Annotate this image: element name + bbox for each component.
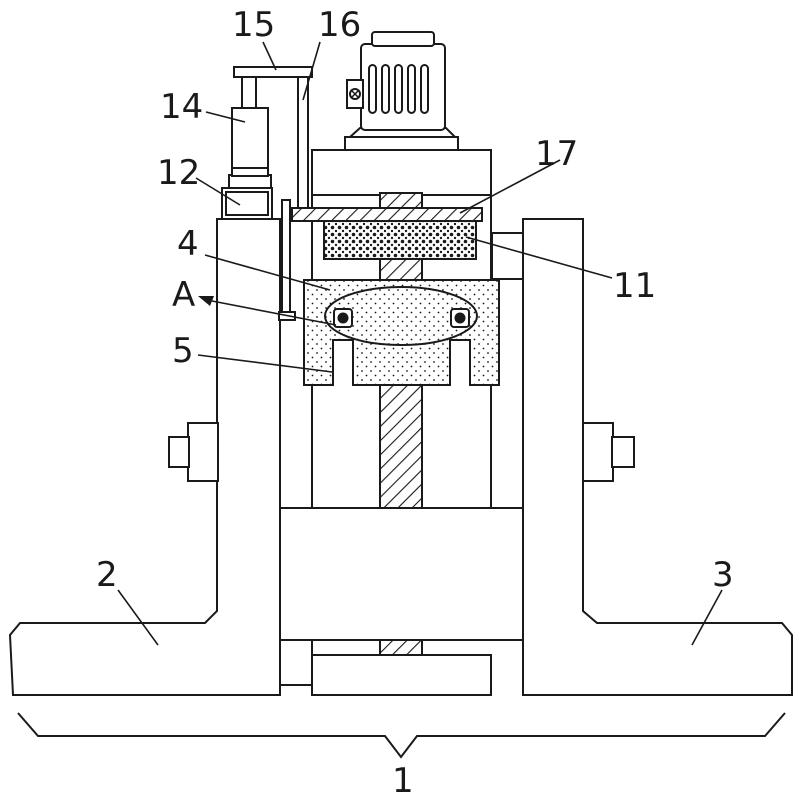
right-base-foot: [522, 218, 793, 696]
detail-a-ellipse: [324, 286, 478, 346]
right-bolt-head: [611, 436, 635, 468]
top-crossbar: [233, 66, 313, 78]
label-5: 5: [172, 331, 194, 371]
bottom-brace: [17, 712, 786, 759]
left-base-foot: [8, 218, 281, 696]
label-17: 17: [535, 134, 578, 174]
right-bolt-nut: [582, 422, 614, 482]
lead-screw-lower: [379, 639, 423, 656]
left-lower-stub: [279, 639, 313, 686]
label-3: 3: [712, 555, 734, 595]
actuator-cylinder: [231, 107, 269, 177]
actuator-base-inner: [225, 191, 269, 216]
left-bolt-head: [168, 436, 190, 468]
slider-block: [303, 279, 500, 386]
thin-guide-rod: [281, 199, 291, 316]
motor-screw-icon: [349, 88, 361, 100]
left-pin-icon: [333, 308, 353, 328]
label-1: 1: [392, 761, 414, 798]
cushion-block: [323, 220, 477, 260]
label-14: 14: [160, 87, 203, 127]
top-plate: [291, 207, 483, 222]
lower-central-block: [279, 507, 524, 641]
label-4: 4: [177, 224, 199, 264]
label-15: 15: [232, 5, 275, 45]
right-upper-stub: [491, 232, 524, 280]
motor-fins: [368, 64, 429, 114]
label-16: 16: [318, 5, 361, 45]
lead-screw-middle: [379, 384, 423, 511]
label-2: 2: [96, 555, 118, 595]
motor-cap: [371, 31, 435, 47]
bottom-base-block: [311, 654, 492, 696]
label-a: A: [172, 275, 195, 315]
vertical-guide-rod: [297, 76, 309, 209]
actuator-rod: [241, 74, 257, 109]
right-pin-icon: [450, 308, 470, 328]
left-bolt-nut: [187, 422, 219, 482]
label-11: 11: [613, 266, 656, 306]
leader-lines: [117, 41, 723, 646]
label-12: 12: [157, 153, 200, 193]
motor-flange: [344, 136, 459, 151]
